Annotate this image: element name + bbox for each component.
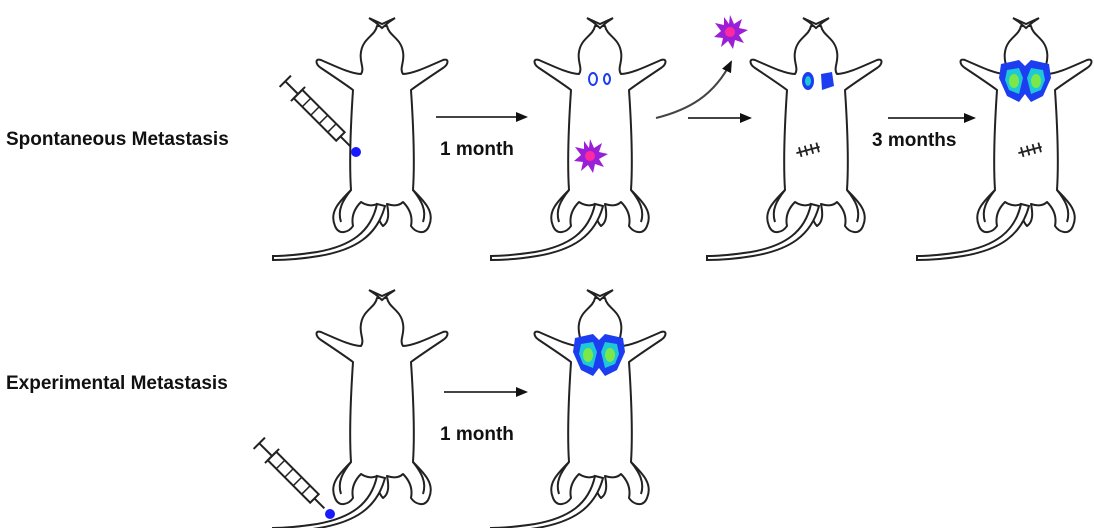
resection-arrow-icon [656, 62, 731, 118]
step-label-3-months: 3 months [872, 130, 956, 151]
excised-tumor-icon [714, 15, 748, 49]
row-label-experimental: Experimental Metastasis [6, 373, 228, 394]
row-label-spontaneous: Spontaneous Metastasis [6, 129, 229, 150]
syringe-icon [252, 436, 331, 515]
step-label-1-month: 1 month [440, 424, 514, 445]
mouse-icon [491, 290, 666, 528]
injection-site [325, 509, 335, 519]
syringe-icon [278, 74, 357, 153]
injection-site [351, 147, 361, 157]
mouse-icon [273, 18, 448, 260]
mouse-icon [707, 18, 882, 260]
mouse-icon [491, 18, 666, 260]
step-label-1-month: 1 month [440, 139, 514, 160]
